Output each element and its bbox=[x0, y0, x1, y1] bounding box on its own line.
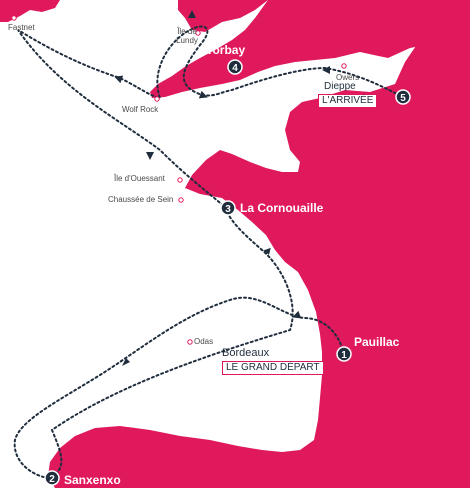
start-badge: LE GRAND DÉPART bbox=[222, 361, 324, 375]
start-city: Bordeaux bbox=[222, 347, 270, 359]
stage-label-dieppe: Dieppe bbox=[324, 81, 356, 92]
waypoint-lundy: Île de Lundy bbox=[176, 27, 198, 45]
direction-arrow bbox=[146, 152, 154, 160]
direction-arrows bbox=[114, 10, 330, 366]
waypoint-ring-ouessant bbox=[177, 177, 183, 183]
stage-marker-5: 5 bbox=[395, 89, 411, 105]
stage-marker-1: 1 bbox=[336, 346, 352, 362]
direction-arrow bbox=[188, 10, 196, 18]
direction-arrow bbox=[322, 66, 330, 74]
waypoint-sein: Chaussée de Sein bbox=[108, 195, 174, 204]
direction-arrow bbox=[198, 90, 208, 99]
direction-arrow bbox=[122, 358, 130, 366]
waypoint-ring-wolf-rock bbox=[154, 96, 160, 102]
direction-arrow bbox=[263, 247, 271, 255]
stage-label-pauillac: Pauillac bbox=[354, 335, 400, 349]
start-line-date: Le 31 mai 2015 bbox=[222, 404, 291, 415]
waypoint-ring-fastnet bbox=[11, 15, 17, 21]
waypoint-owers: Owers bbox=[336, 73, 360, 82]
finish-badge: L'ARRIVÉE bbox=[318, 94, 378, 108]
land-england bbox=[150, 0, 470, 98]
waypoint-wolf-rock: Wolf Rock bbox=[122, 105, 159, 114]
stage-label-torbay: Torbay bbox=[206, 43, 246, 57]
waypoint-fastnet: Fastnet bbox=[8, 23, 35, 32]
stage-label-sanxenxo: Sanxenxo bbox=[64, 473, 121, 487]
land-ireland bbox=[0, 0, 60, 22]
land-wales bbox=[178, 0, 268, 32]
stage-number-3: 3 bbox=[225, 204, 231, 215]
stage-marker-4: 4 bbox=[227, 59, 243, 75]
waypoint-rings bbox=[11, 15, 347, 345]
stage-number-2: 2 bbox=[49, 474, 55, 485]
waypoint-ring-owers bbox=[341, 63, 347, 69]
race-route bbox=[13, 25, 404, 480]
waypoint-odas: Odas bbox=[194, 337, 214, 346]
direction-arrow bbox=[114, 75, 124, 84]
land-france bbox=[48, 20, 470, 488]
start-line-label: Ligne de départ : bbox=[222, 380, 298, 391]
waypoint-ring-odas bbox=[187, 339, 193, 345]
stage-number-5: 5 bbox=[400, 93, 406, 104]
stage-marker-2: 2 bbox=[44, 470, 60, 486]
stage-label-la-cornouaille: La Cornouaille bbox=[240, 201, 324, 215]
stage-number-1: 1 bbox=[341, 350, 347, 361]
waypoint-ring-lundy bbox=[195, 30, 201, 36]
start-line-place: Pauillac bbox=[222, 392, 258, 403]
direction-arrow bbox=[292, 310, 302, 319]
stage-number-4: 4 bbox=[232, 63, 238, 74]
waypoint-ring-sein bbox=[178, 197, 184, 203]
stage-marker-3: 3 bbox=[220, 200, 236, 216]
stage-markers: 1 2 3 4 5 bbox=[44, 59, 411, 486]
waypoint-ouessant: Île d'Ouessant bbox=[114, 174, 165, 183]
